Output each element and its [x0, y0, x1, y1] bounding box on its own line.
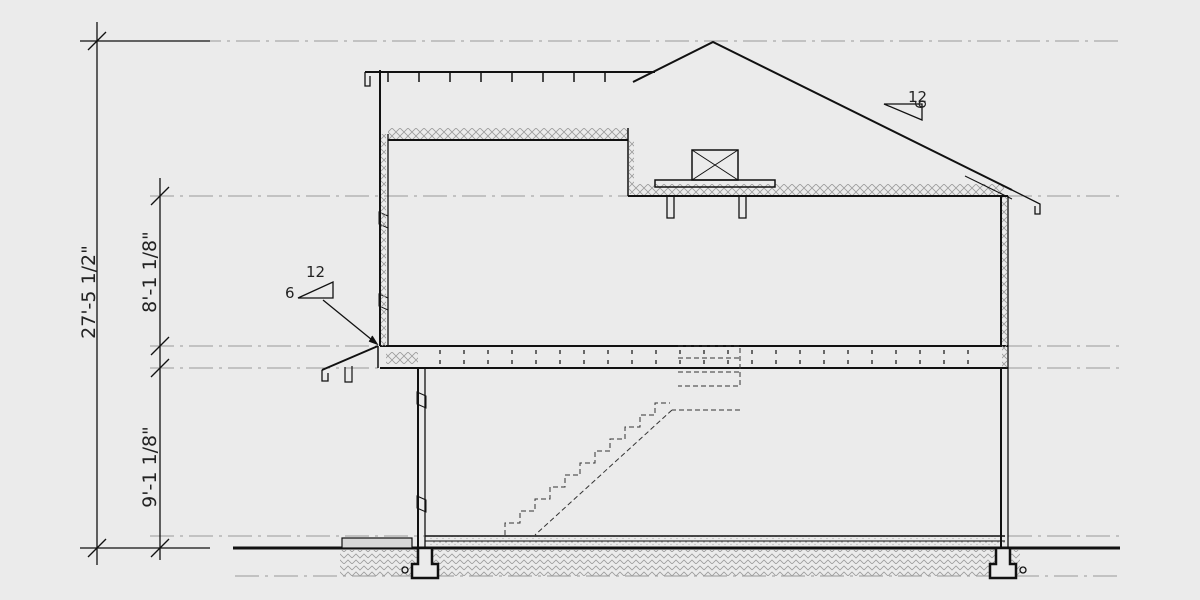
upper-floor-height-label: 8'-1 1/8"	[139, 231, 161, 313]
porch-pitch-run: 12	[306, 263, 325, 281]
lower-walls	[416, 368, 1009, 548]
upper-dim-tick-bottom	[150, 336, 170, 356]
main-roof	[632, 40, 1041, 215]
total-height-label: 27'-5 1/2"	[78, 245, 100, 339]
roof-pitch-indicator	[883, 103, 923, 121]
ground	[233, 536, 1120, 576]
left-footing	[410, 546, 440, 580]
lower-floor-height-label: 9'-1 1/8"	[139, 426, 161, 508]
upper-walls	[378, 70, 1009, 368]
porch-pitch-indicator	[297, 280, 379, 346]
porch-slab	[341, 537, 413, 549]
footings	[401, 546, 1027, 580]
roof-pitch-rise: 6	[912, 99, 930, 109]
upper-dim-tick-top	[150, 186, 170, 206]
stair	[504, 345, 741, 536]
floor-system	[380, 345, 1008, 369]
rafter-ticks	[387, 72, 606, 82]
rooftop-mechanical-unit	[654, 149, 776, 219]
porch-pitch-rise: 6	[285, 284, 295, 302]
right-footing	[988, 546, 1018, 580]
roof-pitch-run: 12	[908, 88, 927, 106]
lower-dim-tick-bottom	[150, 538, 170, 558]
upper-roof	[364, 71, 1008, 197]
porch-roof	[321, 345, 379, 383]
floor-joists	[439, 350, 969, 364]
level-guide-lines	[80, 40, 1120, 577]
lower-dim-tick-top	[150, 358, 170, 378]
dimension-lines	[80, 22, 210, 565]
slab	[341, 535, 1005, 549]
